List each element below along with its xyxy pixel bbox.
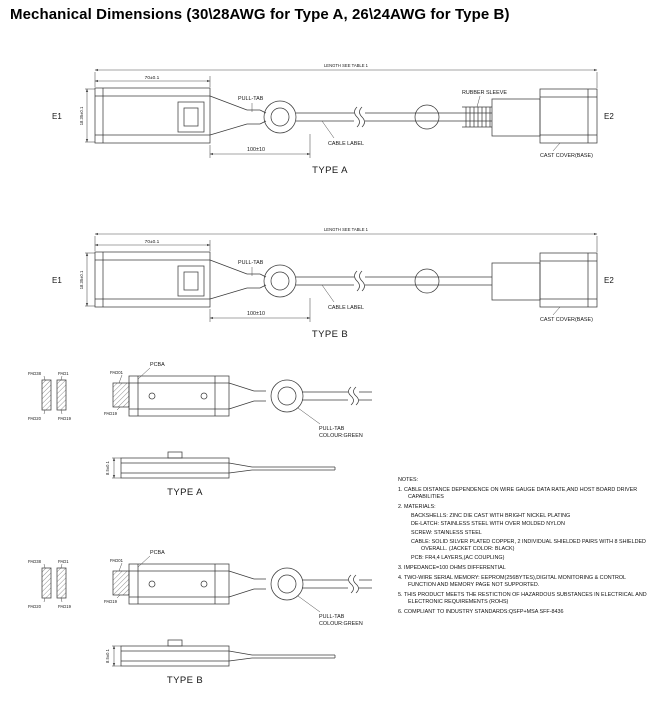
detail-leader-lines [116,367,321,425]
e2-connector [491,88,598,144]
pad19-label-b: PAD19 [104,599,118,604]
side-view [112,451,336,479]
pad-top-right-label-b: PAD1 [58,559,69,564]
e1-label-a: E1 [52,112,62,121]
detail-b-caption: TYPE B [167,675,203,686]
pcb-edge [112,382,130,408]
cast-cover-label-b: CAST COVER(BASE) [540,317,593,323]
pull-tab-detail-label-a-line1: PULL-TAB [319,426,345,432]
pulltab-dim-label-a: 100±10 [247,147,265,153]
notes-section: NOTES: 1. CABLE DISTANCE DEPENDENCE ON W… [398,477,650,616]
note-item-2: 2. MATERIALS: [398,503,436,510]
e1-label-b: E1 [52,276,62,285]
pull-tab-detail-label-a-line2: COLOUR:GREEN [319,433,363,439]
page-title: Mechanical Dimensions (30\28AWG for Type… [10,6,510,23]
detail-b-labels: PCBA PAD01 PAD19 PAD38 PAD1 PAD20 PAD19 … [28,550,363,686]
cable-assembly-linework [85,68,598,158]
pad-detail [41,375,67,415]
length-dimension [94,68,598,88]
pad01-label-b: PAD01 [110,558,124,563]
detail-a-labels: PCBA PAD01 PAD19 PAD38 PAD1 PAD20 PAD19 … [28,362,363,498]
note-item-1: 1. CABLE DISTANCE DEPENDENCE ON WIRE GAU… [398,486,638,501]
leader-lines [251,103,561,152]
pad-bottom-right-label-a: PAD19 [58,416,72,421]
pulltab-dim-label-b: 100±10 [247,311,265,317]
detail-connector-body [128,375,230,417]
e2-label-a: E2 [604,112,614,121]
pad-bottom-left-label-b: PAD20 [28,604,42,609]
type-a-assembly-labels: E1 E2 LENGTH SEE TABLE 1 70±0.1 18.35±0.… [52,63,614,176]
pull-tab-label-b: PULL-TAB [238,260,264,266]
note-item-2-cable: CABLE: SOLID SILVER PLATED COPPER, 2 IND… [411,539,646,553]
note-item-2-backshells: BACKSHELLS: ZINC DIE CAST WITH BRIGHT NI… [411,512,571,519]
e2-label-b: E2 [604,276,614,285]
detail-b-linework [42,556,372,666]
latch-transition [209,95,267,136]
detail-pull-tab-ring [270,379,304,413]
cable-break [359,106,365,128]
width-dim-label-b: 18.35±0.1 [79,270,84,289]
pull-tab-label-a: PULL-TAB [238,96,264,102]
pad-top-left-label-a: PAD38 [28,371,42,376]
pcba-label-a: PCBA [150,362,165,368]
cable-label-label-a: CABLE LABEL [328,141,364,147]
e1-connector [94,87,211,144]
pad-bottom-right-label-b: PAD19 [58,604,72,609]
side-profile [120,451,336,479]
detail-cable [302,386,372,406]
pad-top-left-label-b: PAD38 [28,559,42,564]
note-item-2-delatch: DE-LATCH: STAINLESS STEEL WITH OVER MOLD… [411,521,565,528]
pcba-label-b: PCBA [150,550,165,556]
width-dimension [85,88,95,143]
pull-tab-ring [263,100,297,134]
length-dim-label-a: LENGTH SEE TABLE 1 [324,63,369,68]
pad-bottom-left-label-a: PAD20 [28,416,42,421]
rubber-sleeve-label-a: RUBBER SLEEVE [462,90,507,96]
pull-tab-detail-label-b-line1: PULL-TAB [319,614,345,620]
connector-dim-label-b: 70±0.1 [145,239,160,245]
type-b-assembly-labels: E1 E2 LENGTH SEE TABLE 1 70±0.1 18.35±0.… [52,227,614,340]
note-item-5: 5. THIS PRODUCT MEETS THE RESTICTION OF … [398,591,647,606]
width-dim-label-a: 18.35±0.1 [79,106,84,125]
side-height-label-a: 8.5±0.1 [105,460,110,475]
cast-cover-label-a: CAST COVER(BASE) [540,153,593,159]
cable-label-label-b: CABLE LABEL [328,305,364,311]
side-height-dimension [112,457,121,479]
rubber-sleeve-leader [476,95,481,108]
notes-heading: NOTES: [398,477,419,483]
note-item-2-screw: SCREW: STAINLESS STEEL [411,530,482,537]
cable-loop [414,104,440,130]
connector-detail-linework [41,367,372,479]
detail-a-caption: TYPE A [167,487,203,498]
length-dim-label-b: LENGTH SEE TABLE 1 [324,227,369,232]
pad-top-right-label-a: PAD1 [58,371,69,376]
rubber-sleeve [462,95,492,128]
connector-length-dimension [94,76,211,87]
note-item-4: 4. TWO-WIRE SERIAL MEMORY: EEPROM(256BYT… [398,574,626,589]
note-item-2-pcb: PCB: FR4,4 LAYERS,(AC COUPLING) [411,555,505,562]
note-item-6: 6. COMPLIANT TO INDUSTRY STANDARDS:QSFP+… [398,608,564,615]
note-item-3: 3. IMPEDANCE=100 OHMS DIFFERENTIAL [398,564,506,571]
connector-dim-label-a: 70±0.1 [145,75,160,81]
pull-tab-detail-label-b-line2: COLOUR:GREEN [319,621,363,627]
side-height-label-b: 8.5±0.1 [105,648,110,663]
pull-region-dimension [209,134,311,158]
type-a-caption: TYPE A [312,165,348,176]
cable [296,104,492,130]
detail-neck [228,382,266,410]
type-b-caption: TYPE B [312,329,348,340]
pad01-label-a: PAD01 [110,370,124,375]
pad19-label-a: PAD19 [104,411,118,416]
